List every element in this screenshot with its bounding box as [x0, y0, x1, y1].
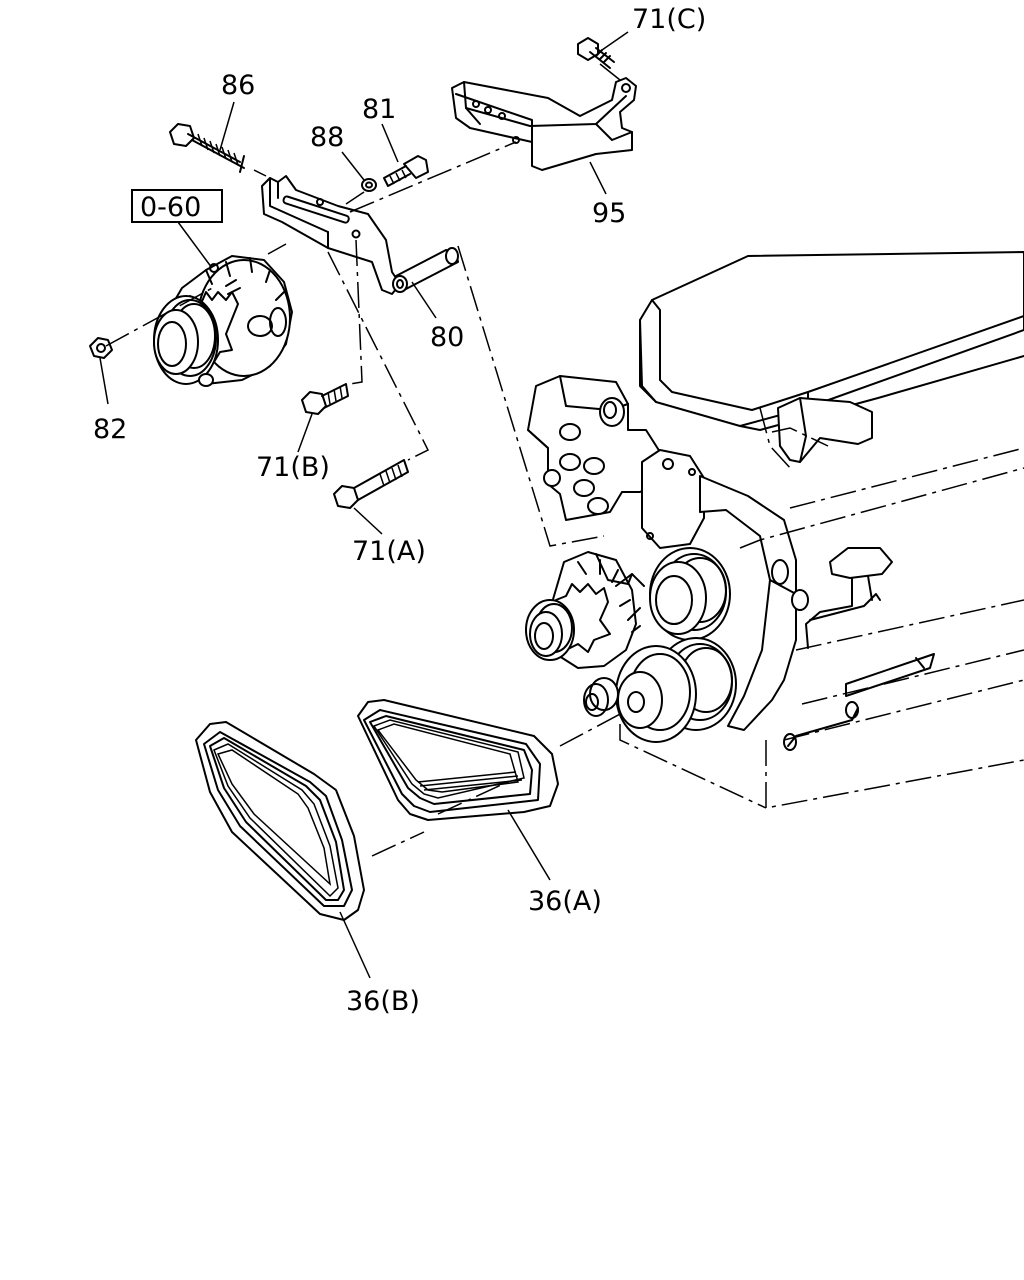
bolt-71a [333, 459, 409, 509]
v-belt-36b [195, 721, 365, 921]
label-86: 86 [221, 70, 255, 101]
bolt-71c [577, 37, 615, 69]
label-71b: 71(B) [256, 452, 330, 483]
adjusting-bracket [261, 175, 401, 295]
label-80: 80 [430, 322, 464, 353]
label-82: 82 [93, 414, 127, 445]
label-71a: 71(A) [352, 536, 426, 567]
leader-lines [99, 31, 629, 979]
label-36a: 36(A) [528, 886, 602, 917]
v-belt-36a [357, 699, 559, 821]
label-36b: 36(B) [346, 986, 420, 1017]
alternator [153, 255, 293, 387]
washer-88 [361, 178, 377, 192]
label-ref-060: 0-60 [140, 192, 201, 223]
engine-assembly [525, 251, 1024, 809]
bracket-95 [451, 77, 637, 171]
label-88: 88 [310, 122, 344, 153]
part-labels: 71(C) 86 81 88 95 0-60 80 82 71(B) 71(A)… [93, 4, 706, 1017]
bolt-71b [301, 383, 349, 415]
bolt-86 [169, 123, 245, 173]
label-71c: 71(C) [632, 4, 706, 35]
label-81: 81 [362, 94, 396, 125]
label-95: 95 [592, 198, 626, 229]
pin-80 [392, 247, 459, 293]
nut-82 [89, 337, 113, 359]
bolt-81 [383, 155, 429, 187]
reference-box [131, 189, 223, 223]
assembly-lines [105, 63, 625, 857]
